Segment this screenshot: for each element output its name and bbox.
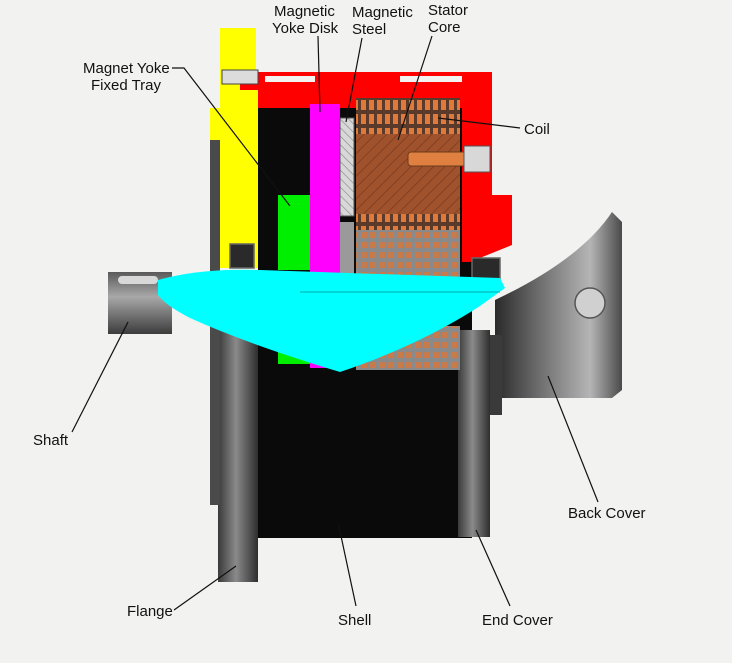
label-coil: Coil xyxy=(524,121,550,138)
flange-plate xyxy=(218,330,258,582)
magnetic-yoke-disk-upper xyxy=(310,104,340,276)
red-housing xyxy=(240,72,512,262)
label-magnetic-steel: Magnetic Steel xyxy=(352,4,417,38)
leader-magnetic-yoke-disk xyxy=(317,35,321,113)
leader-magnet-yoke-fixed-tray xyxy=(172,67,291,207)
back-cover-cutaway xyxy=(490,212,612,300)
shaft-body xyxy=(158,269,505,372)
tray-bearing xyxy=(229,243,255,269)
label-flange: Flange xyxy=(127,603,173,620)
label-stator-core: Stator Core xyxy=(428,2,472,36)
housing-bolt-slot-left xyxy=(265,76,315,82)
magnetic-steel-block-upper xyxy=(278,195,310,270)
back-cover-bolt xyxy=(574,287,606,319)
coil-windings-lower xyxy=(356,230,460,278)
end-cover-plate xyxy=(458,330,490,537)
coil-windings-upper xyxy=(356,98,460,134)
coil-windings-mid xyxy=(356,214,460,230)
stator-bolt-head xyxy=(463,145,491,173)
label-magnet-yoke-fixed-tray: Magnet Yoke Fixed Tray xyxy=(83,60,174,94)
leader-flange xyxy=(173,565,237,611)
leader-magnetic-steel xyxy=(345,37,363,123)
magnetic-steel-bar xyxy=(339,117,355,217)
magnet-yoke-fixed-tray xyxy=(210,28,258,268)
label-back-cover: Back Cover xyxy=(568,505,646,522)
tray-bolt-head xyxy=(221,69,259,85)
back-cover-flange xyxy=(490,335,502,415)
housing-bolt-slot-right xyxy=(400,76,462,82)
label-shell: Shell xyxy=(338,612,371,629)
leader-shaft xyxy=(71,321,129,433)
label-magnetic-yoke-disk: Magnetic Yoke Disk xyxy=(272,3,339,37)
leader-end-cover xyxy=(475,529,511,607)
shaft-keyway xyxy=(118,276,158,284)
label-end-cover: End Cover xyxy=(482,612,553,629)
right-bearing xyxy=(471,257,501,281)
leader-coil xyxy=(437,117,521,129)
stator-bolt xyxy=(407,151,467,167)
magnetic-steel-lower-bar xyxy=(340,222,354,278)
leader-back-cover xyxy=(547,375,599,503)
leader-shell xyxy=(337,521,357,607)
label-shaft: Shaft xyxy=(33,432,69,449)
stator-core xyxy=(356,134,460,214)
leader-stator-core xyxy=(397,35,433,141)
